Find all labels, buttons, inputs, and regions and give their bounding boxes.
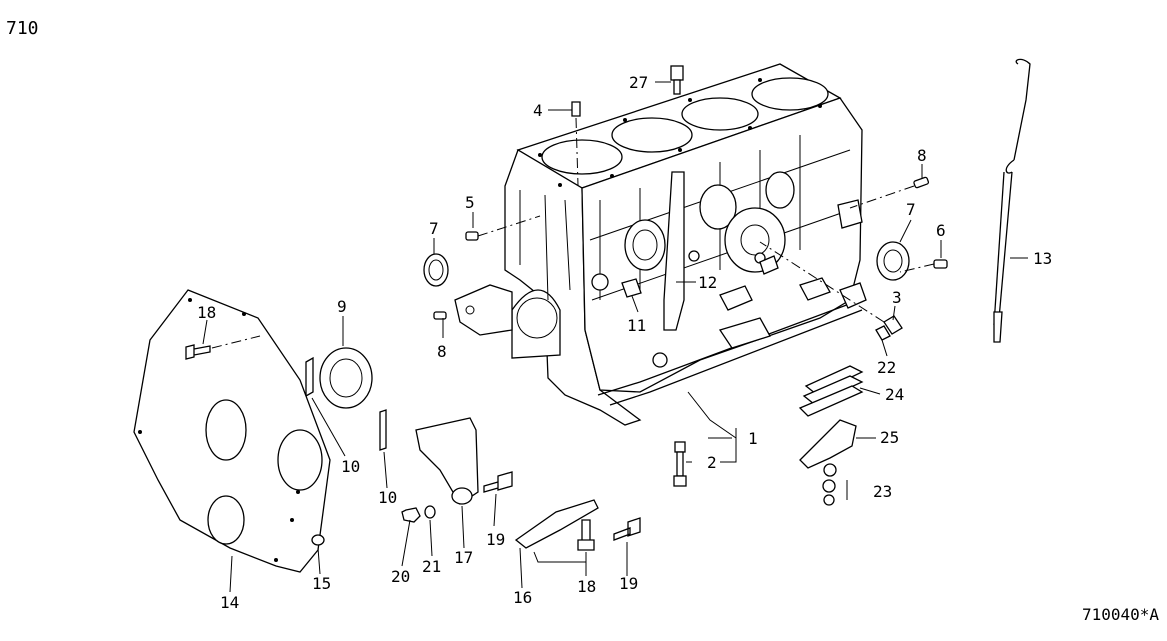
- plug-6: [933, 259, 948, 269]
- callout-1: 1: [748, 429, 758, 448]
- callout-13: 13: [1033, 249, 1052, 268]
- bolt-18-lower: [577, 519, 595, 551]
- callout-23: 23: [873, 482, 892, 501]
- callout-labels: 27 4 5 7 7 8 8 6 13 12 11 3 22 24 25 23 …: [197, 73, 1052, 612]
- callout-10-b: 10: [378, 488, 397, 507]
- callout-9: 9: [337, 297, 347, 316]
- cylinder-block: [454, 63, 867, 426]
- oil-seal-7-left: [423, 253, 449, 287]
- diagram-reference-code: 710040*A: [1082, 605, 1159, 624]
- drain-plug-11: [621, 278, 642, 298]
- callout-27: 27: [629, 73, 648, 92]
- pin-8-right: [913, 176, 930, 189]
- bolt-18-plate: [185, 344, 211, 360]
- rear-plate-14: [133, 289, 331, 573]
- cylinder-head-dowel-27: [670, 65, 684, 95]
- callout-18-lower: 18: [577, 577, 596, 596]
- plug-3: [883, 315, 903, 335]
- callout-18-plate: 18: [197, 303, 216, 322]
- nut-20: [401, 507, 421, 523]
- bracket-16: [514, 499, 599, 549]
- callout-8-left: 8: [437, 342, 447, 361]
- oil-dipstick-13: [993, 58, 1031, 343]
- callout-4: 4: [533, 101, 543, 120]
- callout-22: 22: [877, 358, 896, 377]
- callout-3: 3: [892, 288, 902, 307]
- dowel-pin-4: [571, 101, 581, 117]
- callout-16: 16: [513, 588, 532, 607]
- plug-5: [465, 231, 479, 241]
- callout-2: 2: [707, 453, 717, 472]
- callout-11: 11: [627, 316, 646, 335]
- callout-25: 25: [880, 428, 899, 447]
- plug-15: [311, 534, 325, 546]
- callout-17: 17: [454, 548, 473, 567]
- bolt-19-left: [483, 471, 513, 493]
- bracket-25: [799, 419, 857, 469]
- callout-19-left: 19: [486, 530, 505, 549]
- diagram-code-title: 710: [6, 18, 39, 39]
- callout-8-right: 8: [917, 146, 927, 165]
- callout-20: 20: [391, 567, 410, 586]
- callout-6: 6: [936, 221, 946, 240]
- callout-5: 5: [465, 193, 475, 212]
- pin-8-left: [433, 311, 447, 320]
- bolt-22: [875, 325, 891, 341]
- mounting-bracket-17: [415, 417, 479, 505]
- gasket-10-b: [379, 409, 387, 451]
- rear-oil-seal-9: [319, 347, 373, 409]
- gasket-10-a: [305, 356, 314, 398]
- washer-21: [424, 505, 436, 519]
- callout-14: 14: [220, 593, 239, 612]
- bolt-2: [673, 441, 687, 487]
- callout-15: 15: [312, 574, 331, 593]
- callout-19-lower: 19: [619, 574, 638, 593]
- callout-21: 21: [422, 557, 441, 576]
- plug-12: [688, 250, 700, 262]
- callout-10-a: 10: [341, 457, 360, 476]
- oil-seal-7-right: [876, 241, 910, 281]
- bolt-19-lower: [613, 517, 641, 541]
- callout-24: 24: [885, 385, 904, 404]
- leader-lines: [202, 81, 1028, 593]
- baffle-plate-24: [798, 365, 864, 417]
- callout-12: 12: [698, 273, 717, 292]
- callout-7-left: 7: [429, 219, 439, 238]
- callout-7-right: 7: [906, 200, 916, 219]
